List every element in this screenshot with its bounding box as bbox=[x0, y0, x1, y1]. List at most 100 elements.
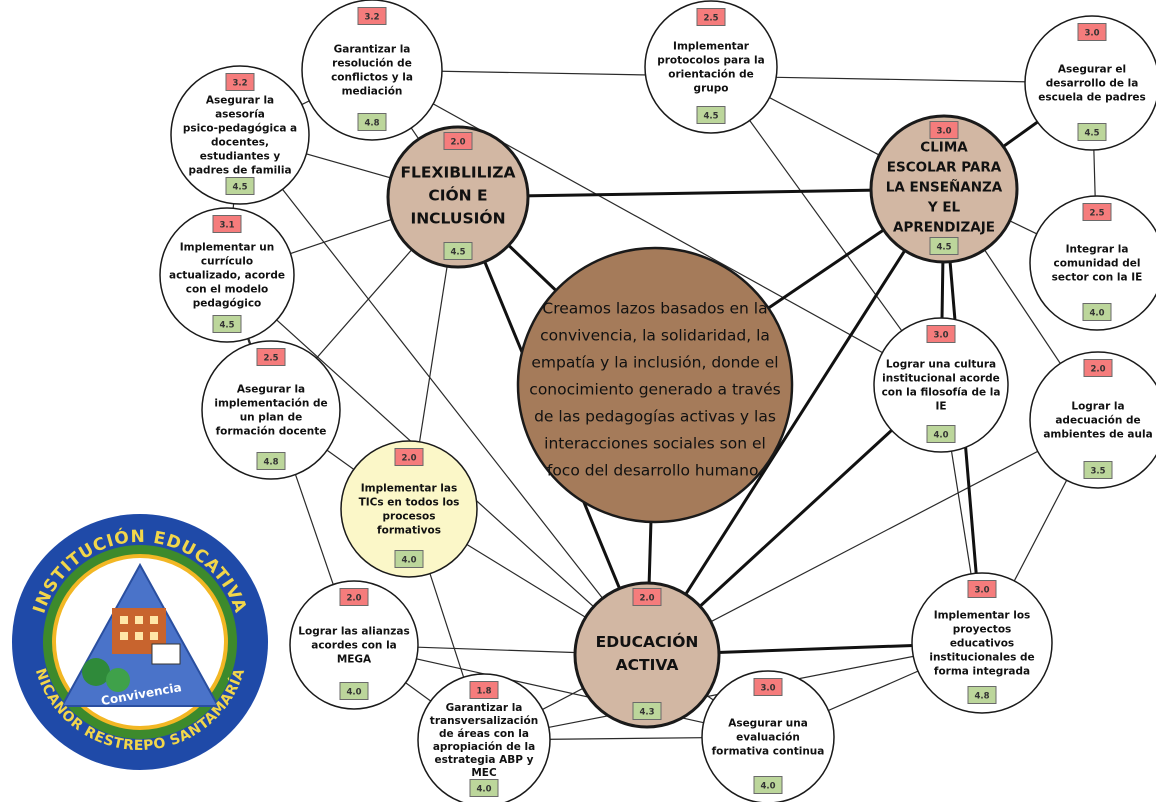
node-score-target: 4.5 bbox=[212, 315, 242, 333]
svg-text:2.5: 2.5 bbox=[1089, 209, 1104, 219]
svg-text:2.0: 2.0 bbox=[639, 594, 654, 604]
node-score-current: 3.1 bbox=[212, 215, 242, 233]
svg-text:3.5: 3.5 bbox=[1090, 467, 1105, 477]
node-score-target: 4.8 bbox=[256, 452, 286, 470]
svg-text:4.0: 4.0 bbox=[933, 431, 948, 441]
connection-line bbox=[239, 134, 648, 656]
svg-text:4.8: 4.8 bbox=[974, 692, 989, 702]
node-score-current: 2.0 bbox=[339, 588, 369, 606]
svg-text:4.5: 4.5 bbox=[450, 248, 465, 258]
hub-score-current: 2.0 bbox=[443, 132, 473, 150]
svg-text:1.8: 1.8 bbox=[476, 687, 491, 697]
node-score-target: 4.5 bbox=[1077, 123, 1107, 141]
svg-text:4.5: 4.5 bbox=[703, 112, 718, 122]
svg-text:4.5: 4.5 bbox=[219, 321, 234, 331]
svg-text:3.0: 3.0 bbox=[760, 684, 775, 694]
node-score-current: 3.0 bbox=[753, 678, 783, 696]
node-score-current: 2.5 bbox=[696, 8, 726, 26]
svg-text:2.0: 2.0 bbox=[401, 454, 416, 464]
hub-score-target: 4.5 bbox=[929, 237, 959, 255]
svg-text:4.0: 4.0 bbox=[476, 785, 491, 795]
svg-text:3.0: 3.0 bbox=[974, 586, 989, 596]
node-score-target: 4.5 bbox=[696, 106, 726, 124]
svg-text:4.3: 4.3 bbox=[639, 708, 654, 718]
svg-text:2.5: 2.5 bbox=[703, 14, 718, 24]
svg-text:4.0: 4.0 bbox=[401, 556, 416, 566]
node-score-current: 1.8 bbox=[469, 681, 499, 699]
svg-text:3.0: 3.0 bbox=[1084, 29, 1099, 39]
node-score-current: 3.0 bbox=[926, 325, 956, 343]
svg-text:4.0: 4.0 bbox=[760, 782, 775, 792]
svg-text:3.1: 3.1 bbox=[219, 221, 234, 231]
institution-seal: INSTITUCIÓN EDUCATIVA NICANOR RESTREPO S… bbox=[12, 514, 268, 770]
center-circle bbox=[516, 246, 794, 524]
strong-connection-line bbox=[645, 188, 946, 656]
connection-line bbox=[353, 644, 769, 738]
hub-score-target: 4.3 bbox=[632, 702, 662, 720]
svg-text:4.5: 4.5 bbox=[1084, 129, 1099, 139]
node-score-target: 4.8 bbox=[357, 113, 387, 131]
svg-text:4.8: 4.8 bbox=[364, 119, 379, 129]
node-score-target: 4.0 bbox=[926, 425, 956, 443]
node-score-target: 4.0 bbox=[1082, 303, 1112, 321]
node-score-current: 2.0 bbox=[394, 448, 424, 466]
node-score-target: 4.0 bbox=[753, 776, 783, 794]
hub-score-current: 2.0 bbox=[632, 588, 662, 606]
svg-text:3.2: 3.2 bbox=[364, 13, 379, 23]
node-score-target: 3.5 bbox=[1083, 461, 1113, 479]
node-score-current: 3.0 bbox=[1077, 23, 1107, 41]
node-score-current: 3.2 bbox=[225, 73, 255, 91]
svg-text:3.0: 3.0 bbox=[933, 331, 948, 341]
node-score-current: 2.5 bbox=[256, 348, 286, 366]
svg-text:2.0: 2.0 bbox=[1090, 365, 1105, 375]
svg-text:4.0: 4.0 bbox=[346, 688, 361, 698]
svg-text:4.8: 4.8 bbox=[263, 458, 278, 468]
node-score-current: 2.5 bbox=[1082, 203, 1112, 221]
hub-score-target: 4.5 bbox=[443, 242, 473, 260]
node-score-current: 3.2 bbox=[357, 7, 387, 25]
svg-text:4.5: 4.5 bbox=[232, 183, 247, 193]
node-score-current: 3.0 bbox=[967, 580, 997, 598]
svg-text:2.0: 2.0 bbox=[450, 138, 465, 148]
node-score-target: 4.0 bbox=[469, 779, 499, 797]
node-score-target: 4.0 bbox=[339, 682, 369, 700]
svg-text:3.0: 3.0 bbox=[936, 127, 951, 137]
svg-text:3.2: 3.2 bbox=[232, 79, 247, 89]
